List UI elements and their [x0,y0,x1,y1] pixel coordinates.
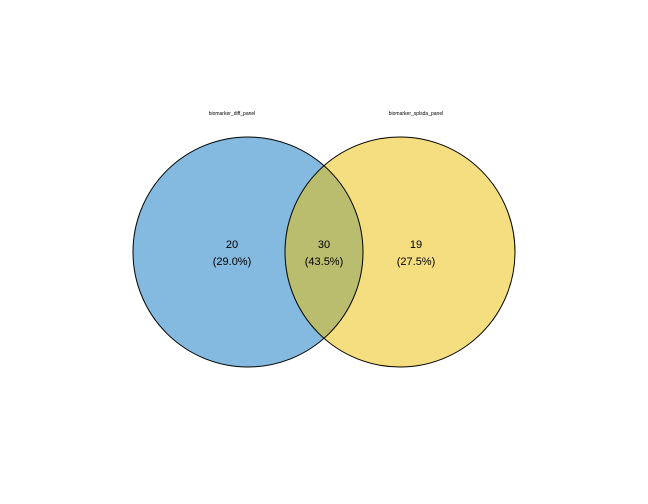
region-left-count: 20 [226,239,238,251]
region-overlap-count: 30 [318,239,330,251]
set-label-left: biomarker_diff_panel [209,111,256,117]
region-right-count: 19 [410,239,422,251]
region-overlap-percent: (43.5%) [305,256,344,268]
set-outline-right [284,136,516,368]
set-outline-left [132,136,364,368]
region-left-percent: (29.0%) [213,256,252,268]
overlap-region [285,137,363,367]
set-label-right: biomarker_splsda_panel [389,111,443,117]
region-right-percent: (27.5%) [397,256,436,268]
